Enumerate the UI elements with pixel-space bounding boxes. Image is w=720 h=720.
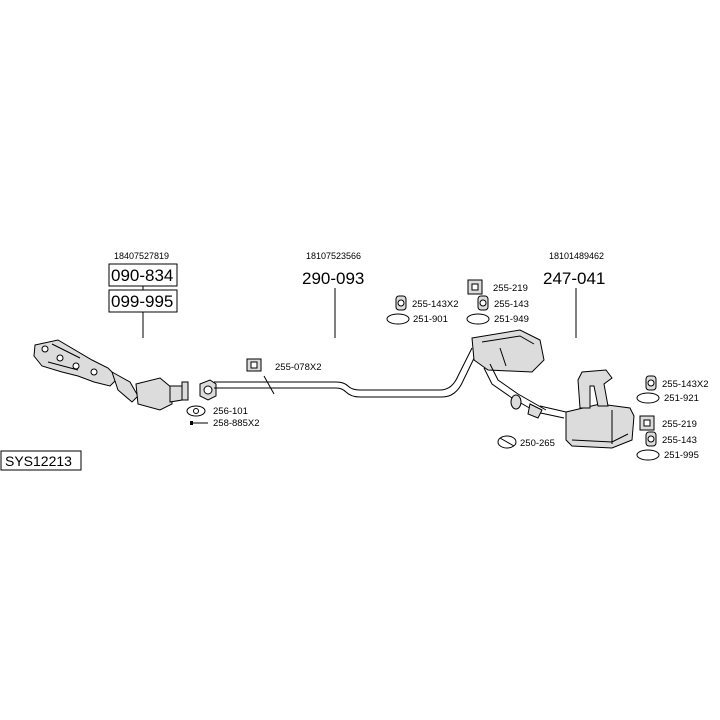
accessory-251-901[interactable]: 251-901: [413, 314, 448, 325]
system-code: SYS12213: [5, 453, 72, 469]
accessory-258-885X2[interactable]: 258-885X2: [213, 418, 259, 429]
ring-pair-icon: [395, 295, 407, 311]
system-code-box: [0, 450, 82, 471]
rear-ring-icon: [645, 431, 657, 447]
clamp-icon-left: [386, 313, 410, 325]
tail-clamp-icon: [497, 435, 517, 449]
bolt-icon: [190, 421, 208, 425]
accessory-255-219-mid[interactable]: 255-219: [493, 283, 528, 294]
accessory-255-078X2[interactable]: 255-078X2: [275, 362, 321, 373]
catalytic-converter: [111, 370, 189, 411]
front-part-number-2[interactable]: 099-995: [111, 292, 173, 311]
accessory-255-143X2-rear[interactable]: 255-143X2: [662, 379, 708, 390]
exhaust-manifold: [33, 339, 119, 387]
middle-pipe: [214, 347, 479, 398]
rear-muffler: [527, 369, 635, 449]
accessory-251-921[interactable]: 251-921: [664, 393, 699, 404]
rear-ring-pair-icon: [645, 375, 657, 391]
rear-clamp-icon-top: [636, 392, 660, 404]
accessory-251-995[interactable]: 251-995: [664, 450, 699, 461]
rear-oem-number: 18101489462: [549, 251, 604, 261]
clamp-icon-right: [466, 313, 490, 325]
accessory-250-265[interactable]: 250-265: [520, 438, 555, 449]
center-muffler: [471, 329, 545, 373]
accessory-255-143-mid[interactable]: 255-143: [494, 299, 529, 310]
accessory-255-143X2-mid[interactable]: 255-143X2: [412, 299, 458, 310]
pipe-hanger-clip: [263, 375, 275, 395]
accessory-251-949[interactable]: 251-949: [494, 314, 529, 325]
rear-clamp-icon-bottom: [636, 449, 660, 461]
intermediate-pipe: [483, 363, 547, 415]
front-oem-number: 18407527819: [114, 251, 169, 261]
ring-icon: [477, 295, 489, 311]
accessory-255-143-rear[interactable]: 255-143: [662, 435, 697, 446]
accessory-256-101[interactable]: 256-101: [213, 406, 248, 417]
front-part-number-1[interactable]: 090-834: [111, 266, 173, 285]
middle-oem-number: 18107523566: [306, 251, 361, 261]
rear-part-number[interactable]: 247-041: [543, 269, 605, 288]
accessory-255-219-rear[interactable]: 255-219: [662, 419, 697, 430]
flange-gasket: [199, 379, 217, 401]
middle-part-number[interactable]: 290-093: [302, 269, 364, 288]
